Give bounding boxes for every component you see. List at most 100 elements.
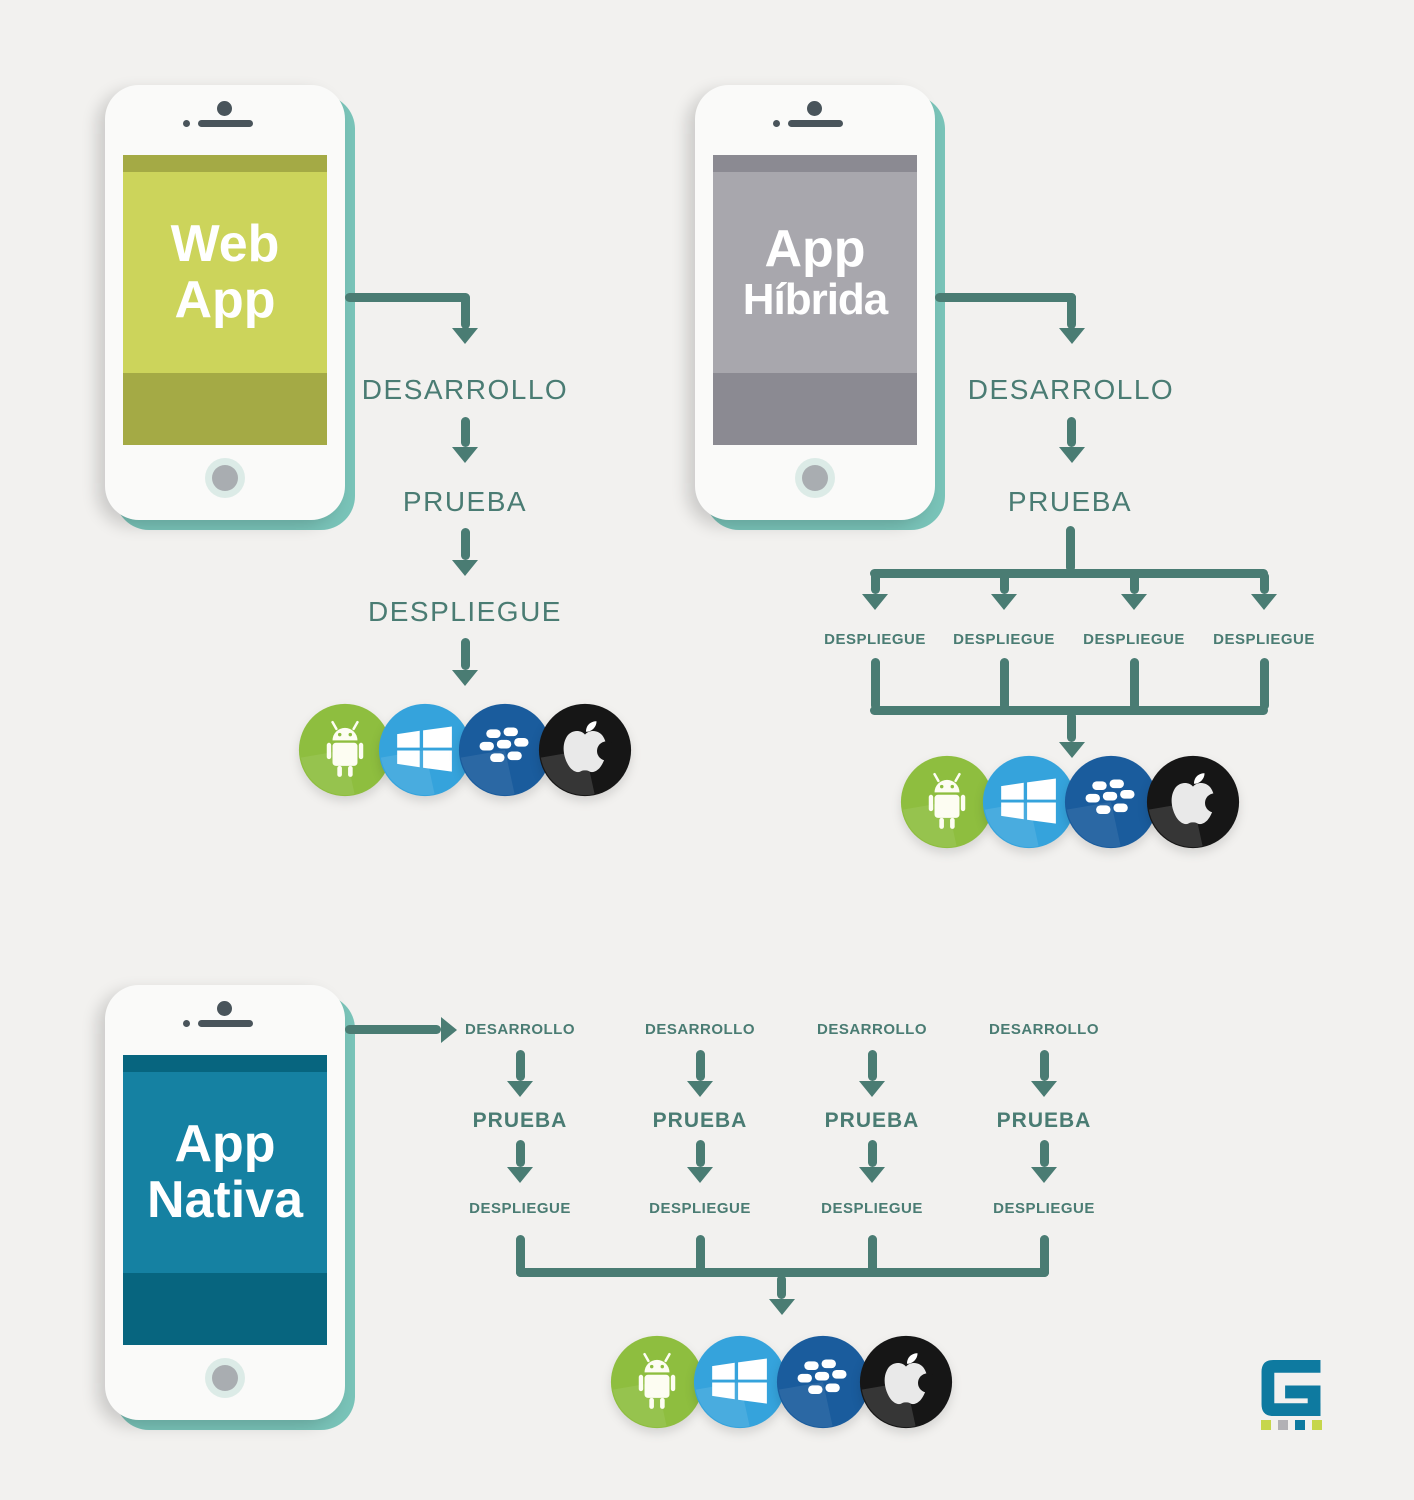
screen-band-top: [713, 155, 917, 172]
hybrid-phone-screen: App Híbrida: [713, 155, 917, 445]
blackberry-icon: [775, 1334, 871, 1430]
hybrid-elbow-vertical-line: [1067, 293, 1076, 329]
native-col1-despliegue: DESPLIEGUE: [469, 1200, 571, 1217]
native-arrow-shaft: [695, 1050, 705, 1081]
native-phone: App Nativa: [105, 985, 355, 1430]
native-merge-stub: [695, 1235, 705, 1277]
hybrid-merge-stub: [870, 658, 880, 710]
screen-band-top: [123, 155, 327, 172]
hybrid-arrow-down-icon: [1251, 594, 1277, 610]
proximity-sensor-icon: [183, 120, 190, 127]
native-merge-bar: [515, 1268, 1049, 1277]
hybrid-arrow-down-icon: [862, 594, 888, 610]
hybrid-branch-arrow-shaft: [1129, 572, 1139, 594]
hybrid-arrow-down-icon: [1058, 447, 1085, 463]
hybrid-title: App Híbrida: [742, 219, 889, 324]
native-col1-prueba: PRUEBA: [472, 1109, 568, 1132]
speaker-icon: [198, 1020, 253, 1027]
hybrid-deploy-label: DESPLIEGUE: [1213, 631, 1315, 648]
native-col3-prueba: PRUEBA: [824, 1109, 920, 1132]
web-arrow-down-icon: [452, 328, 478, 344]
native-col2-desarrollo: DESARROLLO: [645, 1021, 755, 1038]
apple-icon: [858, 1334, 954, 1430]
hybrid-step-prueba: PRUEBA: [1007, 486, 1133, 517]
native-title-line2: Nativa: [146, 1170, 304, 1229]
hybrid-arrow-shaft: [1067, 417, 1076, 447]
native-col1-desarrollo: DESARROLLO: [465, 1021, 575, 1038]
phone-body: App Híbrida: [695, 85, 935, 520]
native-arrow-shaft: [515, 1050, 525, 1081]
camera-icon: [217, 101, 232, 116]
hybrid-branch-stub: [1066, 526, 1075, 572]
native-merge-stub: [867, 1235, 877, 1277]
screen-band-bottom: [123, 1273, 327, 1345]
native-arrow-down-icon: [768, 1299, 795, 1315]
logo-square-gray: [1278, 1420, 1288, 1430]
native-col2-despliegue: DESPLIEGUE: [649, 1200, 751, 1217]
speaker-icon: [198, 120, 253, 127]
native-arrow-down-icon: [1031, 1167, 1057, 1183]
screen-main: App Híbrida: [713, 172, 917, 373]
webapp-phone-screen: Web App: [123, 155, 327, 445]
native-merge-stub: [515, 1235, 525, 1277]
native-arrow-shaft: [1039, 1050, 1049, 1081]
hybrid-title-line1: App: [764, 219, 866, 278]
hybrid-merge-stub: [999, 658, 1009, 710]
hybrid-arrow-down-icon: [1058, 742, 1085, 758]
logo-square-teal: [1295, 1420, 1305, 1430]
webapp-title-line1: Web: [170, 215, 280, 274]
hybrid-arrow-down-icon: [1058, 328, 1085, 344]
web-elbow-vertical-line: [460, 293, 470, 329]
screen-main: Web App: [123, 172, 327, 373]
screen-main: App Nativa: [123, 1072, 327, 1273]
web-arrow-down-icon: [452, 670, 478, 686]
native-arrow-shaft: [515, 1140, 525, 1167]
native-merge-stub: [1039, 1235, 1049, 1277]
hybrid-branch-arrow-shaft: [999, 572, 1009, 594]
proximity-sensor-icon: [773, 120, 780, 127]
camera-icon: [217, 1001, 232, 1016]
native-col2-prueba: PRUEBA: [652, 1109, 748, 1132]
native-arrow-down-icon: [687, 1167, 713, 1183]
native-merge-arrow-shaft: [777, 1275, 786, 1299]
home-button-dot: [802, 465, 828, 491]
webapp-title: Web App: [171, 217, 280, 327]
hybrid-branch-arrow-shaft: [870, 572, 880, 594]
hybrid-phone: App Híbrida: [695, 85, 945, 530]
web-arrow-down-icon: [452, 447, 478, 463]
native-arrow-shaft: [867, 1140, 877, 1167]
native-arrow-shaft: [695, 1140, 705, 1167]
hybrid-merge-stub: [1259, 658, 1269, 710]
brand-logo-g-icon: [1261, 1360, 1321, 1416]
web-arrow-shaft: [460, 638, 470, 670]
native-arrow-shaft: [1039, 1140, 1049, 1167]
native-arrow-down-icon: [507, 1167, 533, 1183]
webapp-title-line2: App: [174, 270, 276, 329]
native-col4-despliegue: DESPLIEGUE: [993, 1200, 1095, 1217]
hybrid-branch-arrow-shaft: [1259, 572, 1269, 594]
web-arrow-shaft: [460, 528, 470, 560]
native-col3-desarrollo: DESARROLLO: [817, 1021, 927, 1038]
home-button: [795, 458, 835, 498]
hybrid-title-line2: Híbrida: [742, 274, 889, 324]
hybrid-step-desarrollo: DESARROLLO: [967, 374, 1175, 405]
native-arrow-shaft-horizontal: [345, 1025, 441, 1034]
logo-square-green: [1261, 1420, 1271, 1430]
proximity-sensor-icon: [183, 1020, 190, 1027]
home-button: [205, 458, 245, 498]
home-button-dot: [212, 1365, 238, 1391]
screen-band-top: [123, 1055, 327, 1072]
native-arrow-down-icon: [859, 1081, 885, 1097]
native-arrow-down-icon: [687, 1081, 713, 1097]
hybrid-arrow-down-icon: [1121, 594, 1147, 610]
native-arrow-down-icon: [507, 1081, 533, 1097]
screen-band-bottom: [123, 373, 327, 445]
hybrid-merge-stub: [1129, 658, 1139, 710]
native-title: App Nativa: [147, 1117, 303, 1227]
hybrid-deploy-label: DESPLIEGUE: [824, 631, 926, 648]
web-arrow-shaft: [460, 417, 470, 447]
web-step-desarrollo: DESARROLLO: [361, 374, 569, 405]
screen-band-bottom: [713, 373, 917, 445]
native-col4-prueba: PRUEBA: [996, 1109, 1092, 1132]
native-title-line1: App: [174, 1115, 276, 1174]
